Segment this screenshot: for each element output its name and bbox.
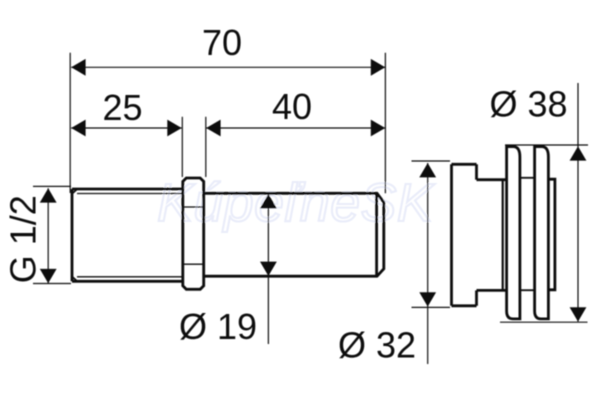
svg-text:70: 70 xyxy=(202,22,242,63)
svg-text:Ø 38: Ø 38 xyxy=(490,84,568,125)
svg-text:KúpeľneSK: KúpeľneSK xyxy=(157,173,435,233)
svg-text:Ø 32: Ø 32 xyxy=(338,325,416,366)
svg-text:25: 25 xyxy=(103,87,143,128)
svg-text:40: 40 xyxy=(272,86,312,127)
svg-text:Ø 19: Ø 19 xyxy=(179,306,257,347)
svg-text:G 1/2: G 1/2 xyxy=(3,195,44,283)
